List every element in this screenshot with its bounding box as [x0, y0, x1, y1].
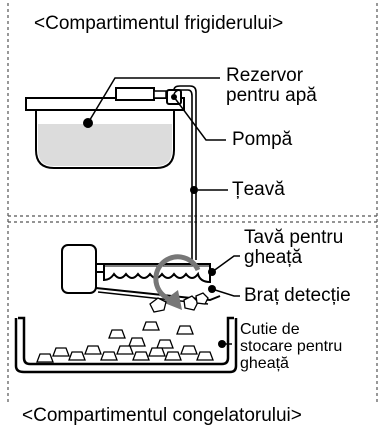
reservoir-label: Rezervor pentru apă — [226, 65, 317, 106]
detection-arm-label: Braț detecție — [244, 285, 351, 306]
water-pipe — [173, 85, 197, 260]
pipe-pointer-dot — [190, 186, 198, 194]
ice-storage-bin — [14, 316, 238, 374]
pipe-label: Țeavă — [232, 179, 285, 200]
pump-label: Pompă — [232, 129, 293, 150]
water-reservoir — [25, 97, 185, 169]
leader-lines-lower — [211, 255, 240, 297]
fridge-compartment-title: <Compartimentul frigiderului> — [34, 13, 284, 34]
ice-tray-label: Tavă pentru gheață — [244, 227, 344, 268]
ice-maker — [61, 244, 221, 313]
ice-cubes — [36, 321, 214, 363]
leader-lines-upper — [87, 77, 228, 191]
compartment-frame — [7, 3, 378, 405]
freezer-compartment-title: <Compartimentul congelatorului> — [22, 405, 302, 426]
ice-bin-label: Cutie de stocare pentru gheață — [240, 321, 343, 372]
